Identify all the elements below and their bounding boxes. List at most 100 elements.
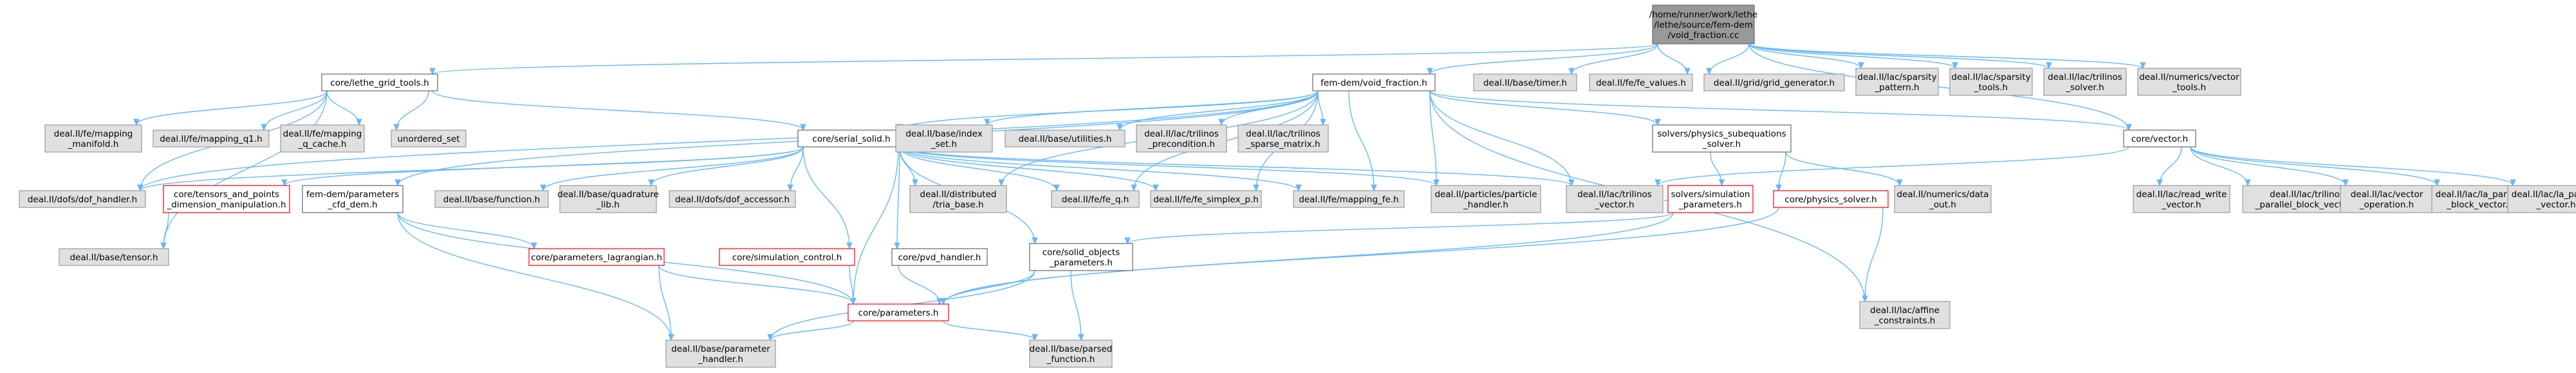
node-label-line: deal.II/base/quadrature: [557, 189, 659, 200]
node-label-line: deal.II/base/function.h: [443, 195, 540, 205]
edge-core_vector-to-trilinos_vector: [1654, 146, 2129, 187]
node-label-line: core/parameters.h: [858, 308, 939, 318]
node-label-line: _tools.h: [2172, 82, 2206, 93]
node-trilinos-solver[interactable]: deal.II/lac/trilinos_solver.h: [2043, 68, 2127, 96]
node-vector-operation[interactable]: deal.II/lac/vector_operation.h: [2340, 185, 2434, 213]
node-label-line: deal.II/distributed: [920, 189, 997, 200]
node-timer[interactable]: deal.II/base/timer.h: [1473, 73, 1577, 91]
node-grid-generator[interactable]: deal.II/grid/grid_generator.h: [1703, 73, 1845, 91]
node-label-line: deal.II/fe/fe_values.h: [1596, 78, 1686, 88]
edge-sim_parameters-to-solid_objects: [1124, 212, 1674, 245]
node-label-line: /home/runner/work/lethe: [1649, 10, 1757, 20]
node-label-line: _lib.h: [596, 200, 620, 210]
node-label-line: deal.II/lac/affine: [1870, 305, 1940, 316]
node-data-out[interactable]: deal.II/numerics/data_out.h: [1894, 185, 1992, 213]
node-label-line: deal.II/numerics/vector: [2139, 72, 2239, 82]
node-label-line: deal.II/numerics/data: [1897, 189, 1989, 200]
node-label-line: core/simulation_control.h: [732, 253, 842, 263]
node-label-line: deal.II/lac/read_write: [2136, 189, 2227, 200]
node-label-line: deal.II/fe/mapping_fe.h: [1299, 195, 1398, 205]
node-simulation-control[interactable]: core/simulation_control.h: [719, 248, 855, 266]
node-label-line: _cfd_dem.h: [327, 200, 377, 210]
node-read-write-vector[interactable]: deal.II/lac/read_write_vector.h: [2133, 185, 2230, 213]
node-mapping-q1[interactable]: deal.II/fe/mapping_q1.h: [153, 129, 270, 148]
node-label-line: _vector.h: [1594, 200, 1634, 210]
edge-root-to-vector_tools: [1748, 43, 2146, 70]
node-solid-objects[interactable]: core/solid_objects_parameters.h: [1029, 243, 1133, 271]
edge-parameters_lagrangian-to-core_parameters: [658, 265, 857, 305]
node-particle-handler[interactable]: deal.II/particles/particle_handler.h: [1431, 185, 1541, 213]
node-sim-parameters[interactable]: solvers/simulation_parameters.h: [1667, 185, 1754, 213]
edge-lethe_grid_tools-to-mapping_q_cache: [326, 90, 362, 126]
edge-fem_void_fraction-to-core_vector: [1429, 90, 2132, 131]
edge-fem_void_fraction-to-trilinos_sparse_matrix: [1317, 90, 1326, 126]
node-label-line: _dimension_manipulation.h: [166, 200, 286, 210]
node-tensors-and-points[interactable]: core/tensors_and_points_dimension_manipu…: [163, 185, 290, 213]
node-pvd-handler[interactable]: core/pvd_handler.h: [891, 248, 988, 266]
edge-core_parameters-to-parsed_function: [943, 320, 1038, 341]
node-quadrature-lib[interactable]: deal.II/base/quadrature_lib.h: [557, 185, 659, 213]
node-la-parallel-vector[interactable]: deal.II/lac/la_parallel_vector.h: [2507, 185, 2576, 213]
node-dof-handler[interactable]: deal.II/dofs/dof_handler.h: [19, 190, 146, 208]
node-label-line: deal.II/base/parsed: [1030, 344, 1113, 354]
node-label-line: _out.h: [1929, 200, 1956, 210]
node-sparsity-pattern[interactable]: deal.II/lac/sparsity_pattern.h: [1855, 68, 1939, 96]
node-sparsity-tools[interactable]: deal.II/lac/sparsity_tools.h: [1949, 68, 2033, 96]
node-fem-void-fraction[interactable]: fem-dem/void_fraction.h: [1312, 73, 1436, 91]
node-parsed-function[interactable]: deal.II/base/parsed_function.h: [1029, 340, 1113, 368]
edge-core_vector-to-read_write_vector: [2156, 146, 2182, 187]
node-trilinos-precondition[interactable]: deal.II/lac/trilinos_precondition.h: [1136, 124, 1227, 153]
node-core-vector[interactable]: core/vector.h: [2123, 129, 2196, 148]
node-root[interactable]: /home/runner/work/lethe/lethe/source/fem…: [1649, 5, 1757, 44]
node-unordered-set[interactable]: unordered_set: [391, 129, 467, 148]
node-function[interactable]: deal.II/base/function.h: [434, 190, 549, 208]
node-parameters-lagrangian[interactable]: core/parameters_lagrangian.h: [528, 248, 665, 266]
node-trilinos-vector[interactable]: deal.II/lac/trilinos_vector.h: [1566, 185, 1663, 213]
edge-cfd_dem-to-parameters_lagrangian: [397, 212, 537, 250]
node-label-line: _vector.h: [2161, 200, 2201, 210]
node-dof-accessor[interactable]: deal.II/dofs/dof_accessor.h: [669, 190, 796, 208]
node-label-line: _function.h: [1046, 354, 1095, 365]
node-label-line: deal.II/base/parameter: [671, 344, 770, 354]
node-affine-constraints[interactable]: deal.II/lac/affine_constraints.h: [1859, 301, 1951, 329]
edge-lethe_grid_tools-to-mapping_q1: [261, 90, 328, 131]
node-parameter-handler[interactable]: deal.II/base/parameter_handler.h: [665, 340, 776, 368]
node-label-line: solvers/simulation: [1671, 189, 1750, 200]
node-vector-tools[interactable]: deal.II/numerics/vector_tools.h: [2137, 68, 2241, 96]
node-serial-solid[interactable]: core/serial_solid.h: [797, 129, 905, 148]
node-tria-base[interactable]: deal.II/distributed/tria_base.h: [909, 185, 1007, 213]
node-label-line: _solver.h: [2065, 82, 2104, 93]
node-label-line: deal.II/fe/fe_simplex_p.h: [1153, 195, 1259, 205]
edge-root-to-timer: [1568, 43, 1658, 75]
node-mapping-fe[interactable]: deal.II/fe/mapping_fe.h: [1293, 190, 1405, 208]
node-trilinos-sparse-matrix[interactable]: deal.II/lac/trilinos_sparse_matrix.h: [1237, 124, 1329, 153]
node-tensor[interactable]: deal.II/base/tensor.h: [59, 248, 169, 266]
node-label-line: /lethe/source/fem-dem: [1654, 20, 1753, 30]
node-label-line: _pattern.h: [1874, 82, 1919, 93]
edge-root-to-sparsity_tools: [1748, 43, 1958, 70]
node-fe-q[interactable]: deal.II/fe/fe_q.h: [1051, 190, 1140, 208]
node-label-line: core/pvd_handler.h: [898, 253, 981, 263]
node-physics-subequations[interactable]: solvers/physics_subequations_solver.h: [1652, 124, 1792, 153]
node-mapping-manifold[interactable]: deal.II/fe/mapping_manifold.h: [44, 124, 142, 153]
node-fe-simplex-p[interactable]: deal.II/fe/fe_simplex_p.h: [1150, 190, 1262, 208]
edge-fem_void_fraction-to-physics_subequations: [1429, 90, 1661, 126]
node-mapping-q-cache[interactable]: deal.II/fe/mapping_q_cache.h: [280, 124, 365, 153]
edge-serial_solid-to-simulation_control: [802, 146, 853, 250]
node-index-set[interactable]: deal.II/base/index_set.h: [895, 124, 993, 153]
edge-core_parameters-to-parameter_handler: [767, 320, 854, 341]
node-physics-solver[interactable]: core/physics_solver.h: [1773, 190, 1889, 208]
edge-physics_subequations-to-data_out: [1785, 151, 1903, 187]
node-cfd-dem[interactable]: fem-dem/parameters_cfd_dem.h: [302, 185, 403, 213]
edge-simulation_control-to-core_parameters: [849, 265, 857, 305]
node-utilities[interactable]: deal.II/base/utilities.h: [1005, 129, 1126, 148]
node-fe-values[interactable]: deal.II/fe/fe_values.h: [1589, 73, 1693, 91]
node-label-line: solvers/physics_subequations: [1657, 129, 1786, 139]
edge-tensors_and_points-to-tensor: [160, 212, 169, 250]
node-label-line: deal.II/lac/vector: [2351, 189, 2423, 200]
node-label-line: _operation.h: [2359, 200, 2414, 210]
edge-root-to-fe_values: [1657, 43, 1691, 75]
node-core-parameters[interactable]: core/parameters.h: [848, 303, 949, 321]
edge-root-to-fem_void_fraction: [1427, 43, 1658, 75]
node-lethe-grid-tools[interactable]: core/lethe_grid_tools.h: [321, 73, 438, 91]
